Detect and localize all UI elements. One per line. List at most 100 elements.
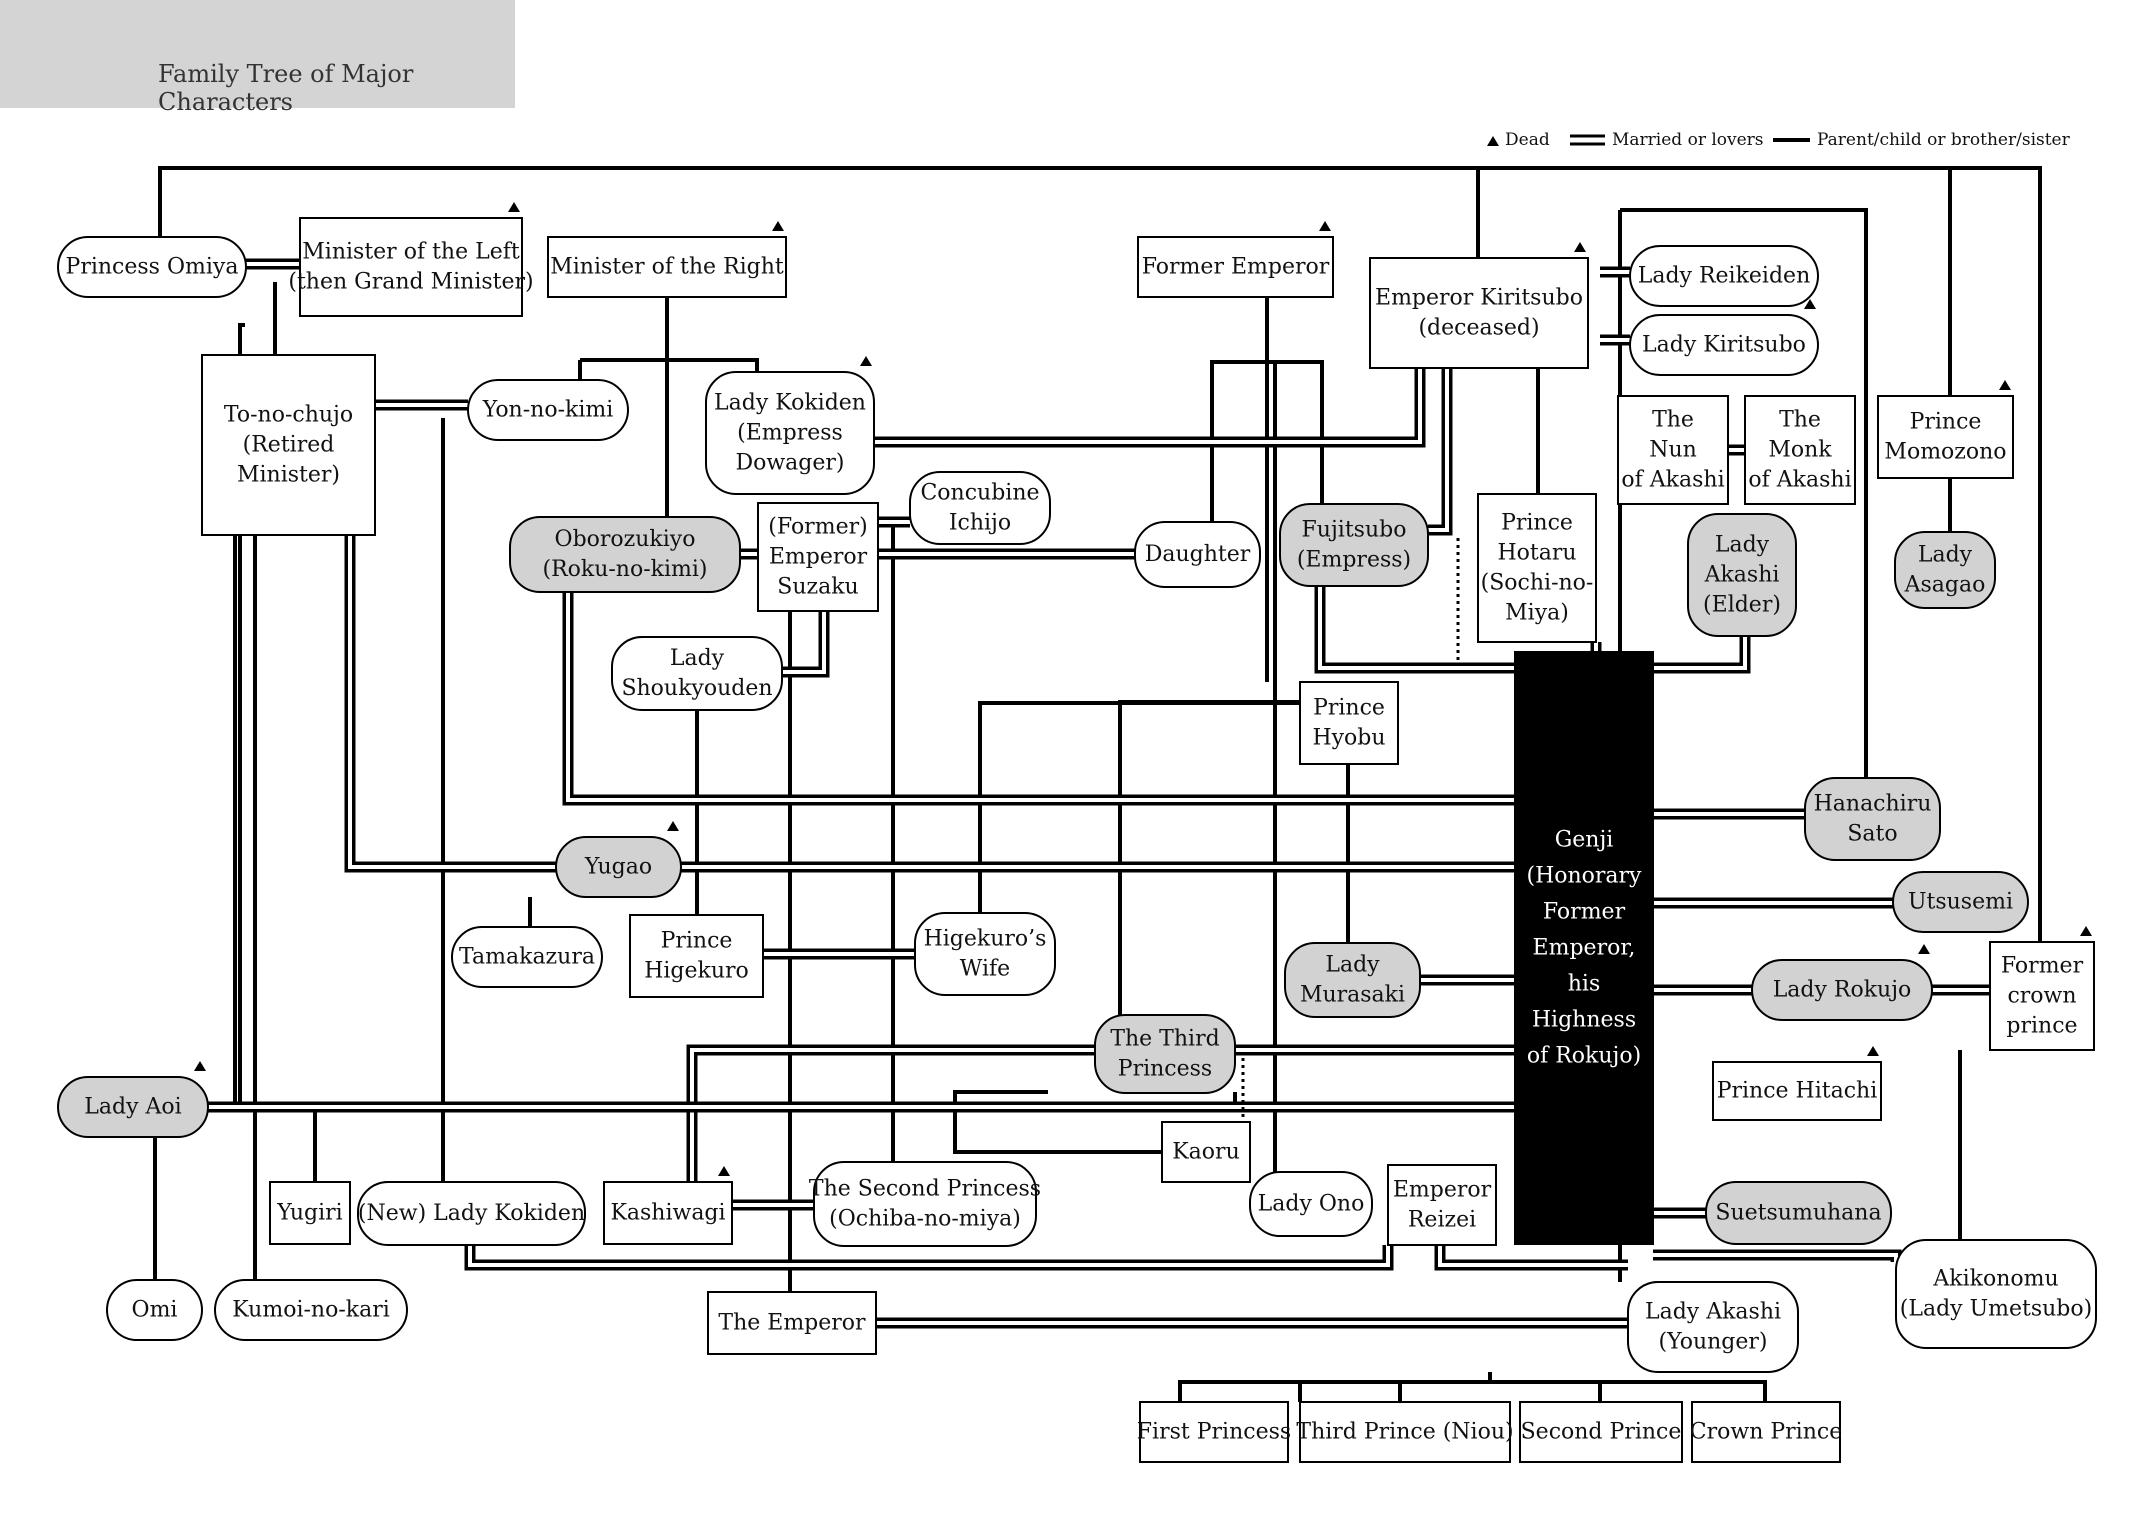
node-box-reizei (1387, 1164, 1497, 1246)
node-box-genji (1514, 651, 1654, 1245)
node-box-lady-kiritsubo (1629, 314, 1819, 376)
node-label-akashi-elder-2: (Elder) (1703, 593, 1781, 618)
parent-link-6 (580, 358, 759, 372)
node-label-rokujo-0: Lady Rokujo (1773, 978, 1912, 1003)
node-box-to-no-chujo (201, 354, 376, 536)
marriage-link-gap-32 (782, 611, 826, 674)
node-label-genji-2: Former (1543, 900, 1626, 925)
node-box-shoukyouden (611, 636, 783, 711)
node-label-kaoru-0: Kaoru (1172, 1140, 1239, 1165)
node-label-nun-akashi-2: of Akashi (1621, 468, 1724, 493)
marriage-link-gap-2 (874, 360, 1442, 444)
marriage-link-gap-30 (468, 1245, 1390, 1267)
node-omi: Omi (106, 1279, 203, 1341)
node-label-ichijo-0: Concubine (920, 481, 1039, 506)
node-box-rokujo (1751, 959, 1933, 1021)
node-label-reikeiden-0: Lady Reikeiden (1638, 264, 1811, 289)
node-label-suetsumuhana-0: Suetsumuhana (1715, 1201, 1881, 1226)
node-label-lady-kiritsubo-0: Lady Kiritsubo (1642, 333, 1806, 358)
node-genji: Genji(HonoraryFormerEmperor,hisHighnesso… (1514, 651, 1654, 1245)
dead-marker-icon-lady-kiritsubo (1804, 299, 1816, 309)
node-label-reizei-0: Emperor (1393, 1178, 1492, 1203)
node-label-kokiden-2: Dowager) (735, 451, 844, 476)
page-title: Family Tree of Major Characters (158, 60, 414, 116)
node-oborozukiyo: Oborozukiyo(Roku-no-kimi) (509, 516, 741, 593)
node-label-kokiden-1: (Empress (737, 421, 843, 446)
node-box-kokiden (705, 371, 875, 495)
node-label-kiritsubo-emperor-0: Emperor Kiritsubo (1375, 286, 1583, 311)
dead-marker-icon-rokujo (1918, 944, 1930, 954)
node-label-former-crown-prince-0: Former (2001, 954, 2084, 979)
node-box-kaoru (1161, 1121, 1251, 1183)
node-label-fujitsubo-0: Fujitsubo (1302, 518, 1407, 543)
node-label-murasaki-1: Murasaki (1300, 983, 1405, 1008)
node-kumoi: Kumoi-no-kari (214, 1279, 408, 1341)
node-label-utsusemi-0: Utsusemi (1908, 890, 2013, 915)
dead-marker-icon-kokiden (860, 356, 872, 366)
node-reikeiden: Lady Reikeiden (1629, 245, 1819, 307)
marriage-link-gap-21 (690, 1048, 1095, 1182)
node-label-momozono-0: Prince (1910, 410, 1982, 435)
node-box-new-kokiden (357, 1181, 586, 1246)
node-label-monk-akashi-2: of Akashi (1748, 468, 1851, 493)
node-label-shoukyouden-0: Lady (670, 646, 725, 671)
node-label-fujitsubo-1: (Empress) (1297, 548, 1411, 573)
marriage-link-gap-26 (1653, 1253, 1898, 1262)
node-label-the-emperor-0: The Emperor (718, 1311, 866, 1336)
node-box-oborozukiyo (509, 516, 741, 593)
node-label-shoukyouden-1: Shoukyouden (621, 676, 772, 701)
marriage-link-31 (1434, 1245, 1628, 1271)
node-label-murasaki-0: Lady (1325, 953, 1380, 978)
node-label-hitachi-0: Prince Hitachi (1717, 1079, 1878, 1104)
node-box-akashi-elder (1687, 513, 1797, 637)
node-kaoru: Kaoru (1161, 1121, 1251, 1183)
node-label-first-princess-0: First Princess (1137, 1420, 1291, 1445)
node-right-minister: Minister of the Right (547, 221, 787, 298)
node-label-akashi-elder-0: Lady (1715, 533, 1770, 558)
dead-marker-icon-kiritsubo-emperor (1574, 242, 1586, 252)
node-label-daughter-0: Daughter (1145, 542, 1251, 567)
node-box-yugiri (269, 1181, 351, 1245)
node-label-yon-no-kimi-0: Yon-no-kimi (482, 398, 614, 423)
marriage-link-gap-31 (1438, 1245, 1628, 1267)
dead-marker-icon-momozono (1999, 380, 2011, 390)
node-utsusemi: Utsusemi (1892, 871, 2029, 933)
parent-link-24 (978, 701, 1300, 913)
node-label-higekuro-0: Prince (661, 929, 733, 954)
parent-link-10 (1212, 360, 1277, 1172)
node-box-hanachiru (1804, 777, 1941, 861)
node-first-princess: First Princess (1137, 1401, 1291, 1463)
node-box-suzaku (757, 502, 879, 612)
node-label-second-princess-1: (Ochiba-no-miya) (829, 1207, 1021, 1232)
node-label-genji-5: Highness (1532, 1008, 1636, 1033)
node-label-yugao-0: Yugao (584, 855, 652, 880)
node-label-hotaru-2: (Sochi-no- (1481, 571, 1594, 596)
node-label-omi-0: Omi (132, 1298, 178, 1323)
node-label-nun-akashi-0: The (1652, 408, 1694, 433)
node-label-omiya-0: Princess Omiya (66, 255, 239, 280)
node-box-crown-prince (1691, 1401, 1841, 1463)
legend: Dead Married or lovers Parent/child or b… (1487, 130, 2071, 150)
node-hitachi: Prince Hitachi (1712, 1046, 1882, 1121)
node-label-akikonomu-1: (Lady Umetsubo) (1900, 1297, 2092, 1322)
node-yugao: Yugao (555, 821, 682, 898)
dead-marker-icon-aoi (194, 1061, 206, 1071)
parent-link-0 (158, 166, 2042, 942)
node-label-akashi-younger-1: (Younger) (1659, 1330, 1768, 1355)
dead-marker-icon-left-minister (508, 202, 520, 212)
node-new-kokiden: (New) Lady Kokiden (357, 1181, 586, 1246)
node-box-kumoi (214, 1279, 408, 1341)
marriage-link-30 (464, 1245, 1394, 1271)
node-label-former-crown-prince-2: prince (2006, 1014, 2077, 1039)
node-label-third-prince-0: Third Prince (Niou) (1296, 1420, 1513, 1445)
